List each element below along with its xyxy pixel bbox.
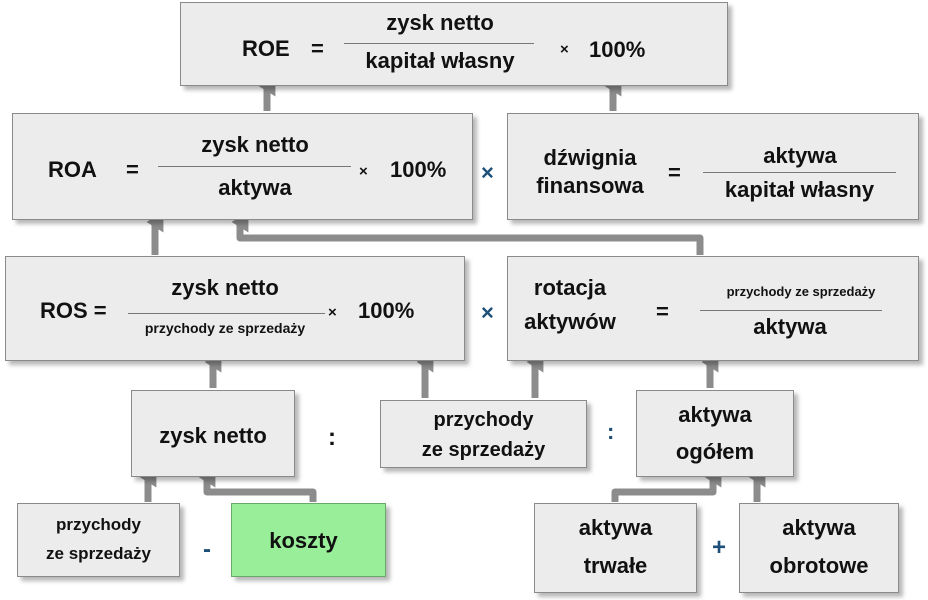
turnover-box [507, 256, 919, 361]
roa-numerator: zysk netto [201, 132, 309, 157]
turnover-fraction-line [700, 310, 882, 311]
fixed-assets-line2: trwałe [583, 553, 648, 578]
leverage-box [507, 113, 919, 220]
ros-times-turnover-operator: × [481, 300, 494, 325]
roe-numerator: zysk netto [386, 10, 494, 35]
roa-multiply-sign: × [359, 163, 368, 180]
revenue-line2: ze sprzedaży [46, 544, 151, 563]
plus-operator: + [712, 534, 727, 561]
roe-percent: 100% [589, 37, 646, 62]
net-profit-divide-operator: : [328, 424, 336, 451]
roe-box [180, 2, 728, 86]
roa-times-leverage-operator: × [481, 160, 494, 185]
arrow-costs-to-net-profit [198, 466, 317, 502]
arrow-fixed-to-total-assets [611, 466, 722, 502]
current-assets-line1: aktywa [782, 515, 856, 540]
total-assets-line2: ogółem [675, 439, 755, 464]
turnover-numerator: przychody ze sprzedaży [726, 284, 876, 299]
total-assets-line1: aktywa [678, 402, 752, 427]
roa-denominator: aktywa [218, 175, 292, 200]
roa-fraction-line [158, 166, 351, 167]
leverage-label-line1: dźwignia [543, 145, 637, 170]
leverage-equals-sign: = [668, 160, 681, 185]
net-profit-box [131, 390, 295, 477]
current-assets-box [739, 503, 899, 593]
ros-numerator: zysk netto [171, 275, 279, 300]
roa-label: ROA [48, 157, 97, 182]
revenue-line1: przychody [55, 515, 142, 534]
fixed-assets-box [534, 503, 697, 593]
net-profit-label: zysk netto [159, 423, 267, 448]
ros-percent: 100% [358, 298, 415, 323]
roe-label: ROE [242, 36, 290, 61]
turnover-label-line1: rotacja [533, 275, 607, 300]
total-assets-box [636, 390, 794, 477]
roe-fraction-line [344, 43, 534, 44]
sales-line1: przychody [433, 409, 534, 431]
fixed-assets-line1: aktywa [578, 515, 653, 540]
ros-label: ROS = [40, 298, 107, 323]
roa-percent: 100% [390, 157, 447, 182]
roe-multiply-sign: × [560, 41, 569, 58]
leverage-numerator: aktywa [763, 143, 837, 168]
ros-multiply-sign: × [328, 304, 337, 321]
leverage-denominator: kapitał własny [724, 177, 875, 202]
costs-box [231, 503, 386, 577]
ros-fraction-line [128, 313, 325, 314]
minus-operator: - [203, 536, 211, 563]
turnover-equals-sign: = [656, 299, 669, 324]
leverage-label-line2: finansowa [536, 173, 644, 198]
roa-equals-sign: = [126, 157, 139, 182]
arrow-turnover-to-roa [231, 211, 704, 255]
sales-divide-operator: : [607, 419, 615, 444]
roe-denominator: kapitał własny [365, 48, 515, 73]
current-assets-line2: obrotowe [769, 553, 869, 578]
turnover-denominator: aktywa [753, 314, 827, 339]
roe-equals-sign: = [311, 36, 324, 61]
ros-box [5, 256, 465, 361]
ros-denominator: przychody ze sprzedaży [144, 320, 306, 336]
sales-line2: ze sprzedaży [421, 439, 546, 461]
leverage-fraction-line [703, 172, 896, 173]
revenue-box [17, 503, 180, 577]
turnover-label-line2: aktywów [524, 309, 616, 334]
sales-box [380, 400, 587, 468]
costs-label: koszty [269, 528, 338, 553]
